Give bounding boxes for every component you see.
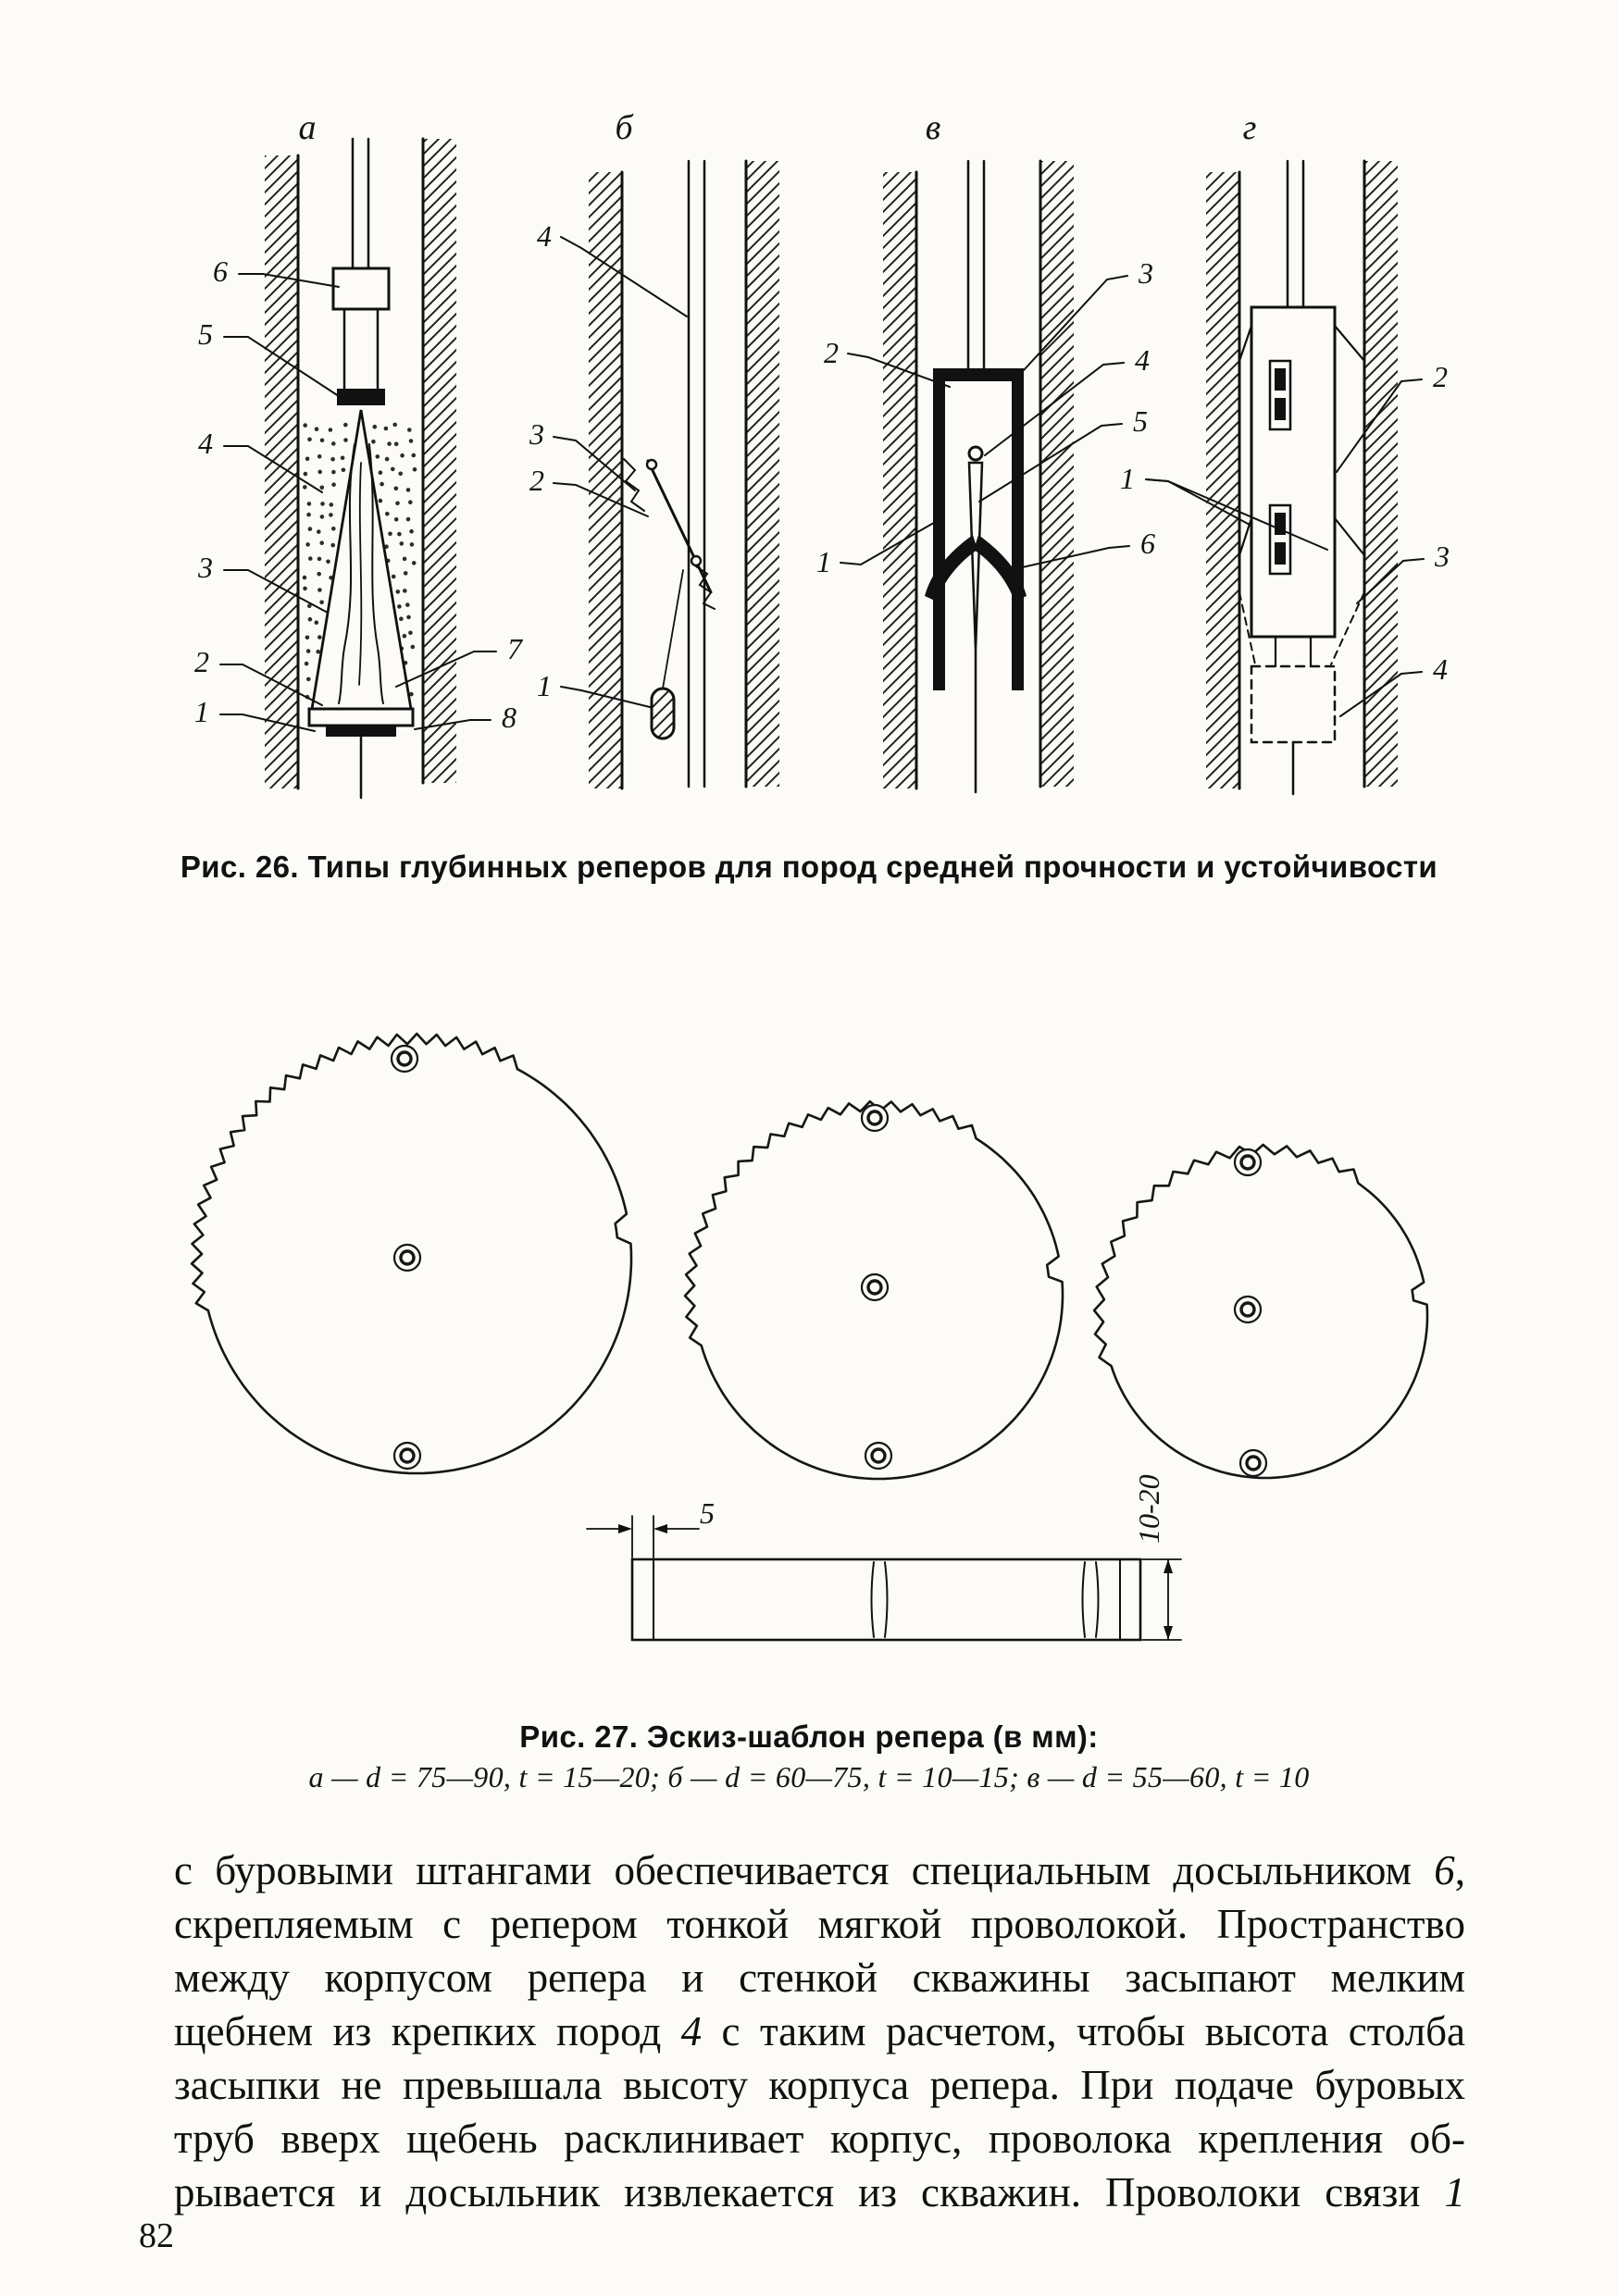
- reper-body: [1250, 305, 1337, 639]
- template-disk: [1092, 1143, 1429, 1480]
- cone-wedge: [310, 409, 413, 711]
- fig27-side-view: 5 10-20: [586, 1474, 1182, 1642]
- fig27-caption-values: а — d = 75—90, t = 15—20; б — d = 60—75,…: [308, 1760, 1310, 1793]
- fig26-panel-b: б 4 3 2 1: [529, 108, 779, 790]
- callout-a-1: 1: [194, 695, 209, 728]
- callout-b-4: 4: [537, 219, 552, 253]
- borehole-wall: [1364, 161, 1398, 787]
- gravel-fill: [302, 422, 417, 700]
- anchor-rod: [967, 461, 984, 651]
- bracket: [933, 368, 1024, 381]
- borehole-wall: [883, 172, 916, 788]
- anchor-collar: [337, 389, 385, 405]
- panel-label-v: в: [926, 108, 941, 147]
- body-line: скрепляемым с репером тонкой мягкой пров…: [174, 1901, 1465, 1947]
- plumb-weight: [650, 687, 676, 740]
- fig27-disks: [190, 1032, 1429, 1481]
- anchor-cap: [331, 267, 391, 311]
- borehole-wall: [589, 172, 622, 788]
- callout-a-4: 4: [198, 427, 213, 460]
- borehole-wall: [423, 139, 456, 783]
- callout-v-6: 6: [1140, 527, 1155, 560]
- callout-a-2: 2: [194, 645, 209, 678]
- anchor-wing-left: [925, 535, 977, 602]
- callout-a-5: 5: [198, 317, 213, 351]
- callout-b-3: 3: [529, 417, 544, 451]
- callout-b-2: 2: [529, 464, 544, 497]
- fig26-panel-a: а 6 5: [194, 108, 524, 800]
- borehole-wall: [1040, 161, 1074, 787]
- body-paragraph: с буровыми штангами обеспечивается специ…: [174, 1843, 1465, 2219]
- callout-g-1: 1: [1120, 462, 1135, 495]
- template-disk: [190, 1032, 633, 1475]
- callout-v-2: 2: [824, 336, 839, 369]
- fig26-caption: Рис. 26. Типы глубинных реперов для поро…: [180, 850, 1438, 884]
- callout-g-4: 4: [1433, 652, 1448, 686]
- borehole-wall: [265, 155, 298, 788]
- panel-label-g: г: [1243, 108, 1257, 147]
- fig26-panel-v: в 2 1 3 4 5: [816, 108, 1155, 794]
- callout-v-5: 5: [1133, 404, 1148, 438]
- borehole-wall: [1206, 172, 1239, 788]
- panel-label-b: б: [615, 108, 634, 147]
- template-disk: [683, 1099, 1064, 1481]
- follower-dashed: [1250, 664, 1337, 744]
- dim-height-label: 10-20: [1132, 1474, 1165, 1544]
- fig27-caption-title: Рис. 27. Эскиз-шаблон репера (в мм):: [519, 1719, 1099, 1754]
- anchor-wing-right: [974, 535, 1027, 602]
- callout-a-8: 8: [502, 701, 517, 734]
- pivot: [967, 445, 984, 462]
- figures-line-art: а 6 5: [190, 108, 1450, 1642]
- callout-g-3: 3: [1434, 540, 1450, 573]
- panel-label-a: а: [299, 108, 317, 147]
- body-line: щебнем из крепких пород 4 с таким расчет…: [174, 2008, 1465, 2054]
- dim-thickness-label: 5: [700, 1496, 715, 1530]
- fig26-panel-g: г: [1120, 108, 1450, 796]
- page-number: 82: [139, 2216, 174, 2255]
- callout-a-7: 7: [507, 632, 524, 665]
- callout-b-1: 1: [537, 669, 552, 702]
- body-line: рывается и досыльник извлекается из сква…: [174, 2169, 1465, 2215]
- body-line: труб вверх щебень расклинивает корпус, п…: [174, 2116, 1465, 2162]
- callout-v-4: 4: [1135, 343, 1150, 377]
- body-line: с буровыми штангами обеспечивается специ…: [174, 1847, 1465, 1893]
- callout-v-3: 3: [1138, 256, 1153, 290]
- body-line: засыпки не превышала высоту корпуса репе…: [174, 2062, 1465, 2108]
- callout-v-1: 1: [816, 545, 831, 578]
- body-line: между корпусом репера и стенкой скважины…: [174, 1955, 1465, 2001]
- base-plate: [307, 707, 415, 727]
- callout-g-2: 2: [1433, 360, 1448, 393]
- callout-a-3: 3: [197, 551, 213, 584]
- callout-a-6: 6: [213, 254, 228, 288]
- borehole-wall: [746, 161, 779, 787]
